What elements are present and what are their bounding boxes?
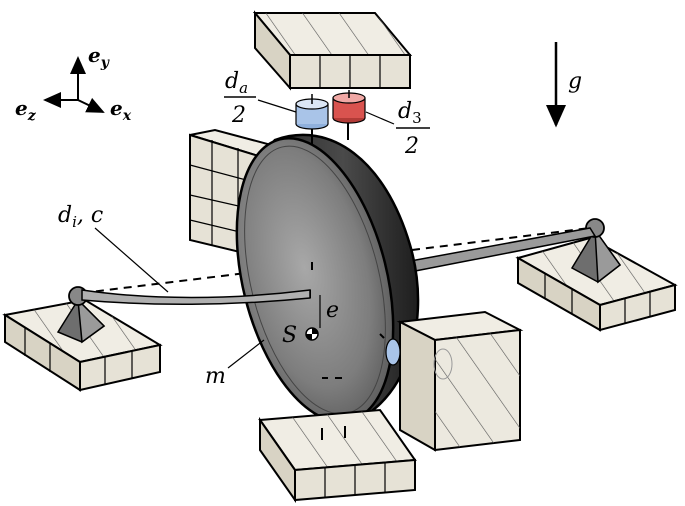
bearing-blue-top (295, 94, 329, 145)
da-leader-line (257, 99, 297, 113)
m-leader-line (227, 339, 265, 369)
label-di-c: di, c (58, 203, 103, 231)
di-leader-line (94, 227, 169, 293)
bottom-bearing-block (258, 408, 417, 504)
label-m: m (205, 364, 226, 389)
coordinate-axes (43, 56, 105, 113)
label-e: e (326, 298, 339, 323)
bearing-blue-right (385, 338, 453, 380)
label-S: S (282, 323, 297, 348)
label-da-numerator: da (225, 69, 248, 97)
label-d3-numerator: d3 (398, 99, 422, 127)
label-da-denominator: 2 (231, 103, 246, 128)
label-ex: ex (110, 96, 132, 124)
label-g: g (568, 69, 582, 94)
bearing-red-top (332, 90, 366, 140)
rotation-axis-right (411, 227, 591, 251)
label-d3-denominator: 2 (404, 134, 419, 159)
rotation-axis-left (81, 264, 313, 294)
d3-leader-line (365, 111, 395, 125)
rotor-disk (235, 133, 420, 430)
left-shaft (81, 289, 311, 306)
label-ey: ey (88, 43, 110, 71)
label-ez: ez (15, 96, 37, 124)
top-bearing-block (252, 10, 413, 91)
right-bearing-block (396, 310, 524, 452)
